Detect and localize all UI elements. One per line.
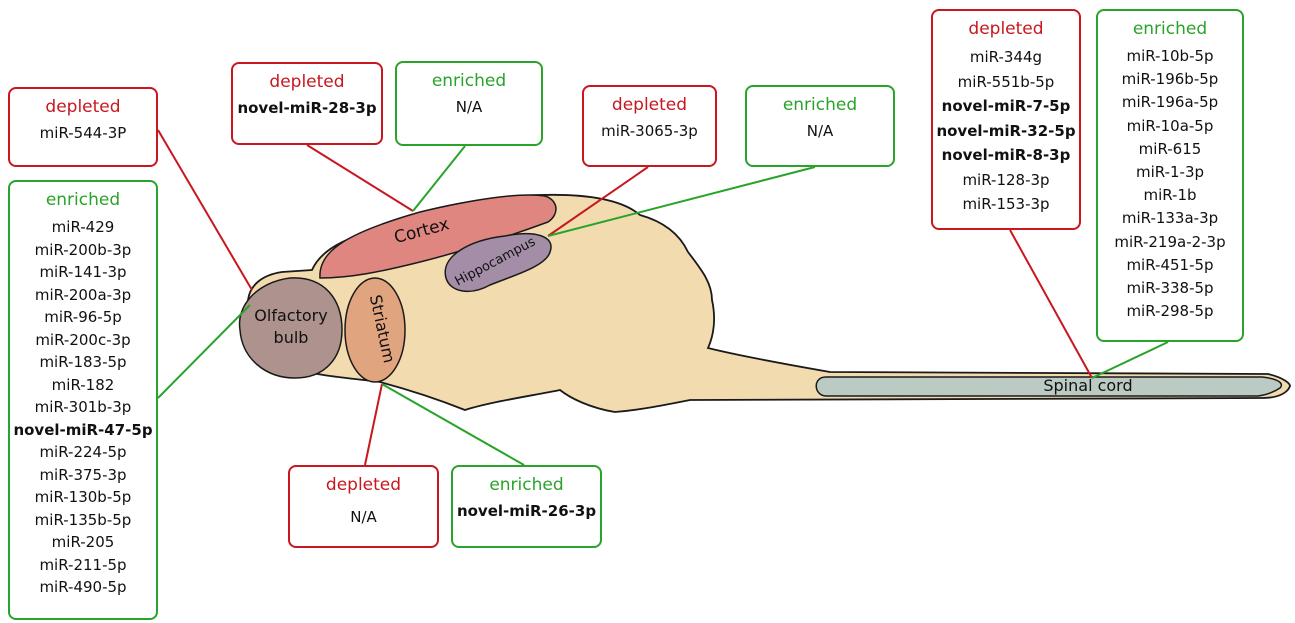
connector-cortex-enriched [413, 146, 465, 211]
ob-depleted-box: depleted miR-544-3P [8, 87, 158, 167]
box-heading: enriched [1098, 19, 1242, 39]
mirna-item: miR-183-5p [10, 351, 156, 374]
mirna-item: miR-3065-3p [584, 121, 715, 142]
box-heading: depleted [10, 97, 156, 117]
mirna-item: miR-141-3p [10, 261, 156, 284]
olfactory-bulb-label-line1: Olfactory [254, 306, 327, 325]
box-heading: depleted [290, 475, 437, 495]
mirna-item: miR-298-5p [1098, 300, 1242, 323]
mirna-item: N/A [397, 97, 541, 118]
mirna-item: miR-130b-5p [10, 486, 156, 509]
mirna-item: miR-544-3P [10, 123, 156, 144]
cortex-enriched-box: enriched N/A [395, 61, 543, 146]
mirna-item: novel-miR-26-3p [453, 501, 600, 522]
mirna-item: N/A [290, 507, 437, 528]
mirna-item: miR-338-5p [1098, 277, 1242, 300]
striatum-enriched-box: enriched novel-miR-26-3p [451, 465, 602, 548]
mirna-item: miR-375-3p [10, 464, 156, 487]
mirna-item: novel-miR-28-3p [233, 98, 381, 119]
mirna-item: miR-10b-5p [1098, 45, 1242, 68]
mirna-list: miR-3065-3p [584, 121, 715, 142]
box-heading: depleted [233, 72, 381, 92]
mirna-item: miR-200c-3p [10, 329, 156, 352]
olfactory-bulb-label-line2: bulb [274, 328, 309, 347]
mirna-item: miR-490-5p [10, 576, 156, 599]
box-heading: enriched [10, 190, 156, 210]
mirna-list: N/A [747, 121, 893, 142]
mirna-item: miR-551b-5p [933, 70, 1079, 95]
mirna-item: miR-200b-3p [10, 239, 156, 262]
box-heading: depleted [584, 95, 715, 115]
box-heading: enriched [453, 475, 600, 495]
connector-striatum-depleted [365, 384, 382, 465]
striatum-depleted-box: depleted N/A [288, 465, 439, 548]
mirna-item: miR-128-3p [933, 168, 1079, 193]
mirna-item: miR-1b [1098, 184, 1242, 207]
mirna-list: novel-miR-28-3p [233, 98, 381, 119]
mirna-item: novel-miR-32-5p [933, 119, 1079, 144]
cortex-depleted-box: depleted novel-miR-28-3p [231, 62, 383, 145]
mirna-item: miR-1-3p [1098, 161, 1242, 184]
connector-ob-enriched [158, 305, 250, 398]
hippocampus-depleted-box: depleted miR-3065-3p [582, 85, 717, 167]
connector-spinal-depleted [1010, 230, 1092, 378]
box-heading: enriched [397, 71, 541, 91]
box-heading: depleted [933, 19, 1079, 39]
mirna-item: miR-219a-2-3p [1098, 231, 1242, 254]
mirna-item: miR-211-5p [10, 554, 156, 577]
mirna-item: miR-133a-3p [1098, 207, 1242, 230]
mirna-item: miR-96-5p [10, 306, 156, 329]
box-heading: enriched [747, 95, 893, 115]
mirna-item: miR-451-5p [1098, 254, 1242, 277]
mirna-item: miR-135b-5p [10, 509, 156, 532]
mirna-item: miR-344g [933, 45, 1079, 70]
connector-ob-depleted [158, 130, 252, 290]
hippocampus-enriched-box: enriched N/A [745, 85, 895, 167]
mirna-list: novel-miR-26-3p [453, 501, 600, 522]
mirna-item: miR-10a-5p [1098, 115, 1242, 138]
mirna-item: miR-224-5p [10, 441, 156, 464]
mirna-item: novel-miR-7-5p [933, 94, 1079, 119]
mirna-item: novel-miR-47-5p [10, 419, 156, 442]
mirna-item: novel-miR-8-3p [933, 143, 1079, 168]
spinal-cord-label: Spinal cord [1043, 376, 1132, 395]
mirna-item: miR-615 [1098, 138, 1242, 161]
mirna-list: miR-544-3P [10, 123, 156, 144]
mirna-list: N/A [290, 507, 437, 528]
mirna-item: miR-429 [10, 216, 156, 239]
mirna-item: miR-196b-5p [1098, 68, 1242, 91]
mirna-item: miR-301b-3p [10, 396, 156, 419]
mirna-item: miR-182 [10, 374, 156, 397]
mirna-item: miR-205 [10, 531, 156, 554]
mirna-list: N/A [397, 97, 541, 118]
mirna-item: N/A [747, 121, 893, 142]
mirna-item: miR-196a-5p [1098, 91, 1242, 114]
connector-cortex-depleted [307, 145, 413, 211]
mirna-item: miR-200a-3p [10, 284, 156, 307]
mirna-item: miR-153-3p [933, 192, 1079, 217]
